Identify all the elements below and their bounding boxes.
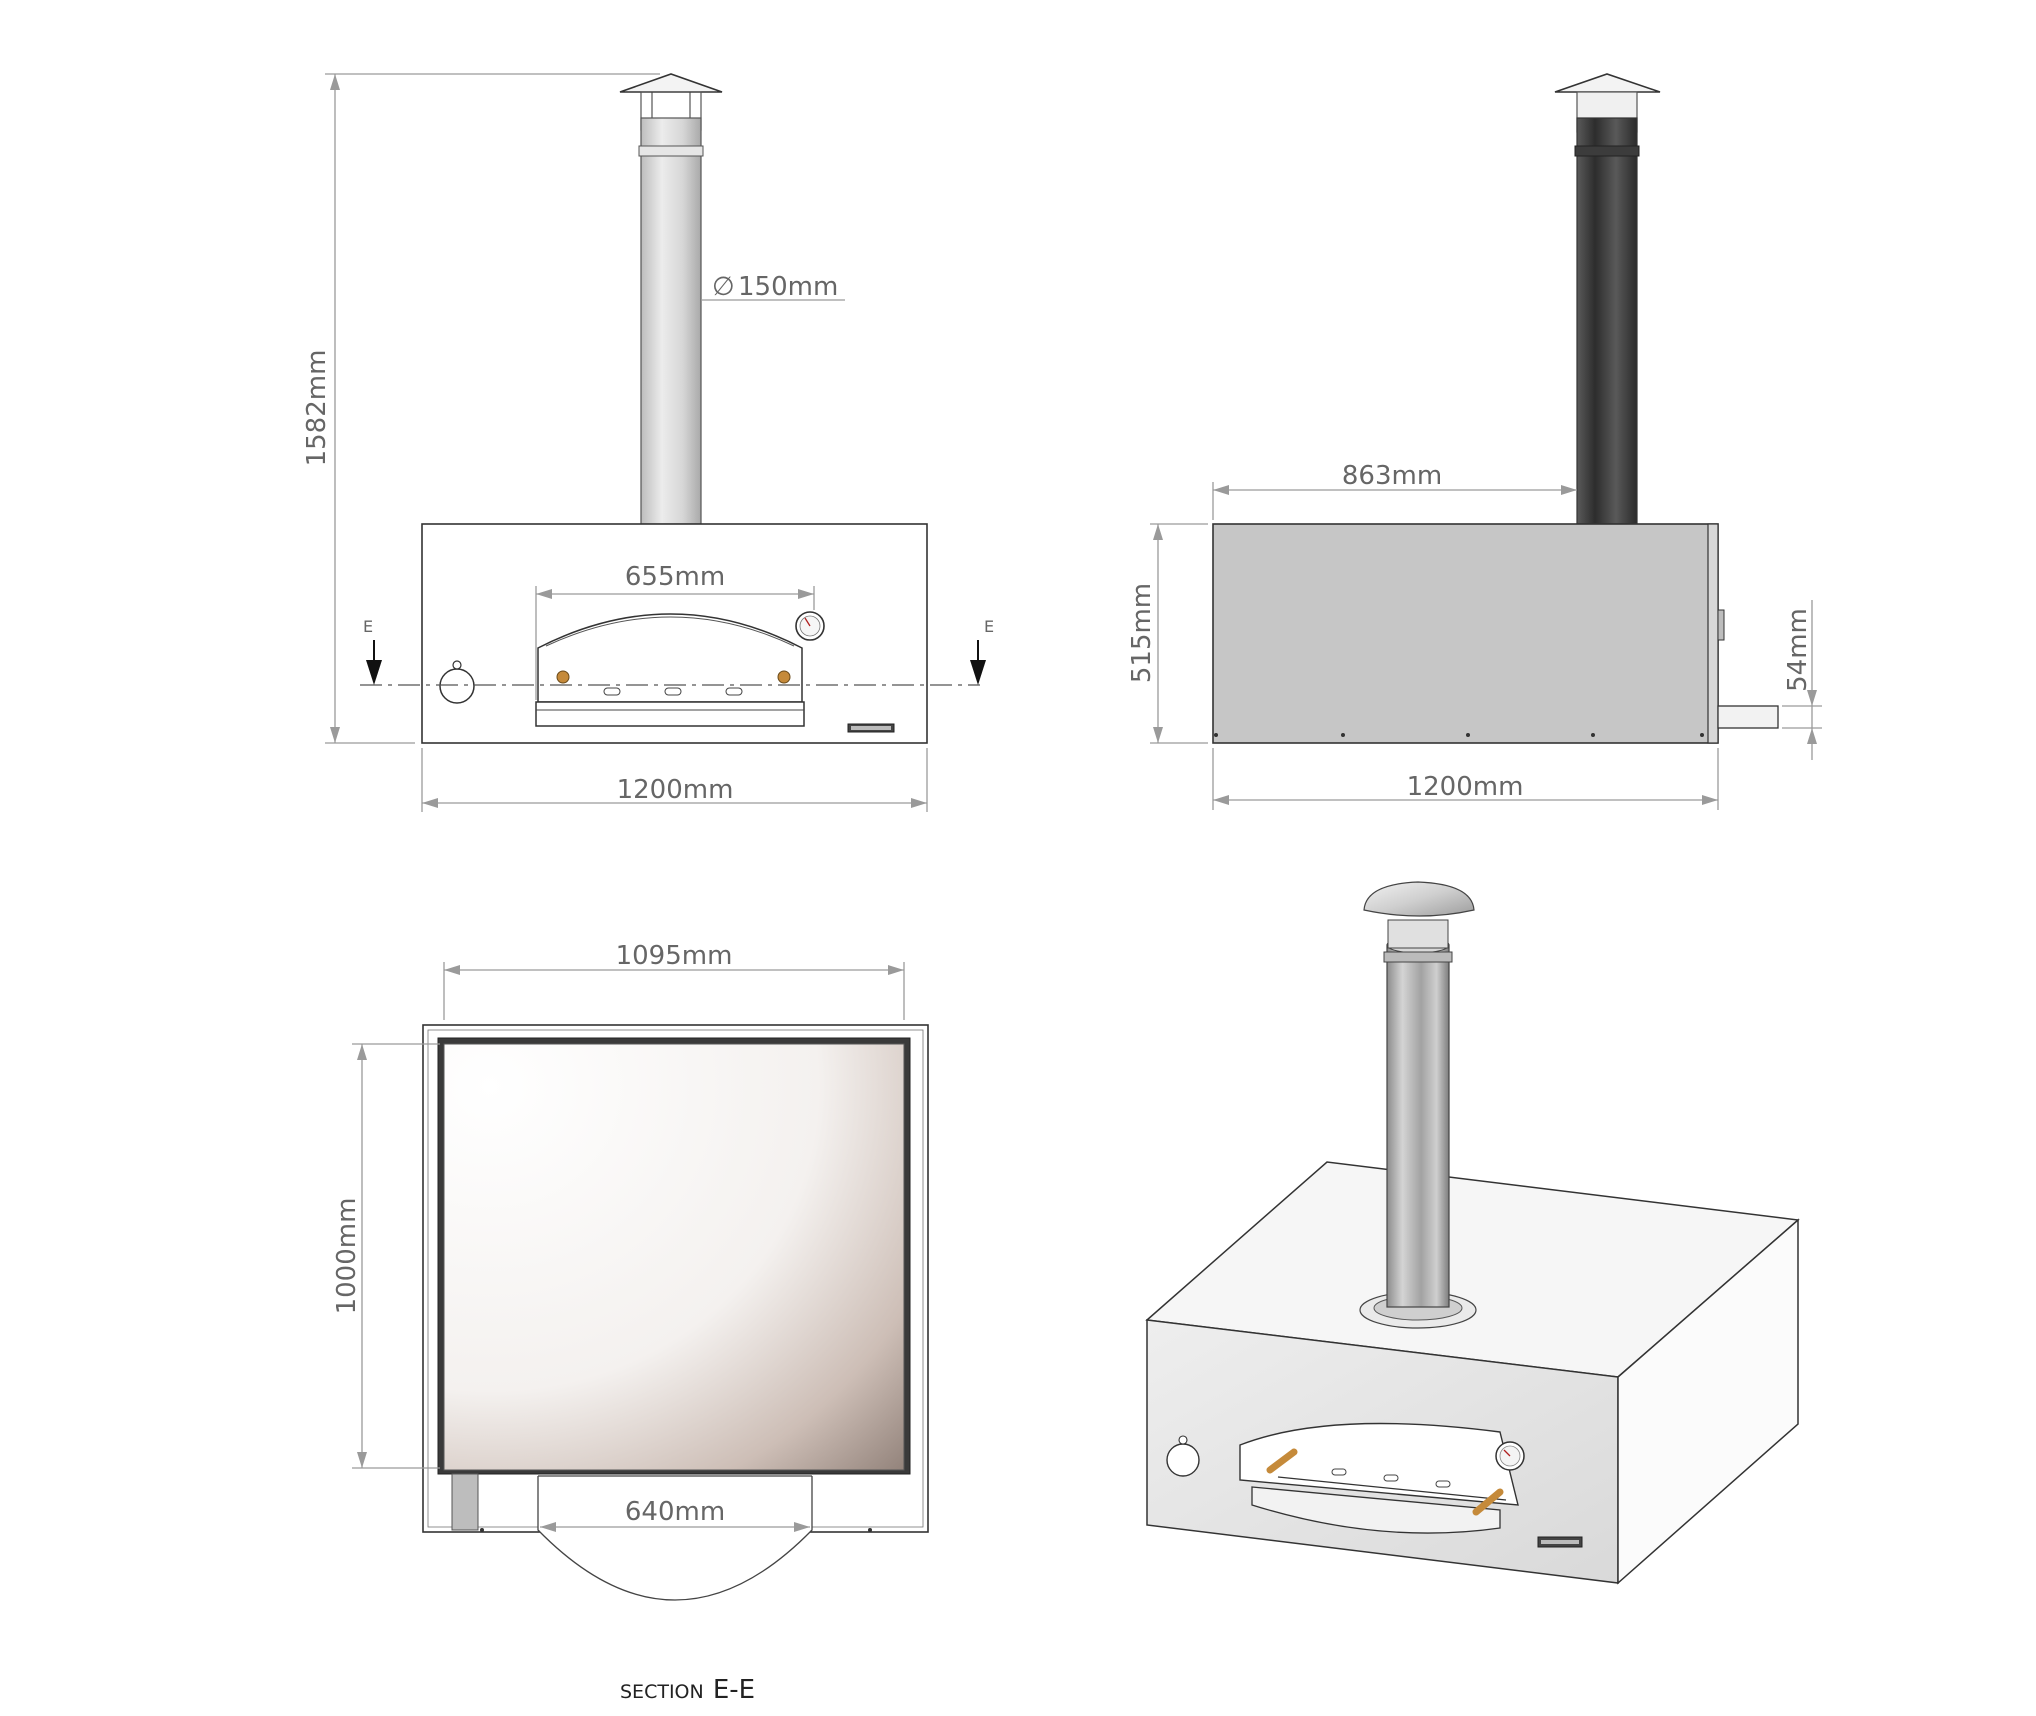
isometric-view [1145,881,1800,1585]
section-baking-floor [443,1043,905,1471]
dim-section-floor-width-label: 1095mm [616,941,733,971]
iso-right-face [1617,1218,1799,1585]
dim-section-floor-depth: 1000mm [332,1043,440,1469]
dim-side-body-height-label: 515mm [1127,583,1157,683]
dim-side-flue-offset: 863mm [1212,461,1577,520]
front-view: E E 1582mm ∅ 150mm 655mm [302,73,994,812]
dim-total-height-label: 1582mm [302,350,332,467]
dim-front-mouth-width-label: 655mm [625,562,725,592]
front-chimney-cap [619,73,723,93]
dim-section-floor-width: 1095mm [443,941,905,1020]
dim-section-floor-depth-label: 1000mm [332,1198,362,1315]
dim-section-mouth-width: 640mm [540,1497,810,1532]
dim-total-height: 1582mm [302,73,660,744]
thermometer-gauge-icon [1495,1441,1525,1471]
front-right-knob [777,670,791,684]
dim-front-overall-width: 1200mm [421,748,928,812]
section-view: 1095mm 1000mm 640mm SECTION E-E [332,941,929,1705]
iso-chimney-cap [1363,881,1475,917]
section-mark-left: E [363,617,373,636]
dim-side-flue-offset-label: 863mm [1342,461,1442,491]
dim-section-mouth-width-label: 640mm [625,1497,725,1527]
side-view: 863mm 515mm 54mm 1200mm [1127,73,1822,810]
side-chimney-cap [1554,73,1661,93]
side-oven-body [1212,523,1719,744]
down-arrow-icon [366,640,382,685]
dim-side-body-height: 515mm [1127,523,1208,744]
front-left-knob [556,670,570,684]
dim-side-handle-height: 54mm [1782,600,1822,760]
dim-side-overall-width: 1200mm [1212,748,1719,810]
thermometer-gauge-icon [795,611,825,641]
section-caption-mark: E-E [713,1675,755,1705]
section-door-arc [537,1476,813,1601]
dim-side-handle-height-label: 54mm [1783,608,1813,692]
section-caption: SECTION E-E [620,1675,755,1705]
side-handle [1717,705,1779,729]
dim-front-overall-width-label: 1200mm [617,775,734,805]
dim-flue-diameter: ∅ 150mm [701,272,845,302]
dim-front-mouth-width: 655mm [535,562,815,700]
round-handle-icon [1166,1435,1200,1477]
iso-flue-pipe [1386,944,1450,1308]
down-arrow-icon [970,640,986,685]
front-flue-pipe [640,117,702,525]
dim-side-overall-width-label: 1200mm [1407,772,1524,802]
front-oven-door [537,613,803,703]
diameter-symbol: ∅ [712,272,735,302]
round-handle-icon [439,660,475,704]
section-mark-right: E [984,617,994,636]
dim-flue-diameter-label: 150mm [738,272,838,302]
side-flue-pipe [1576,117,1638,525]
section-caption-prefix: SECTION [620,1681,704,1703]
